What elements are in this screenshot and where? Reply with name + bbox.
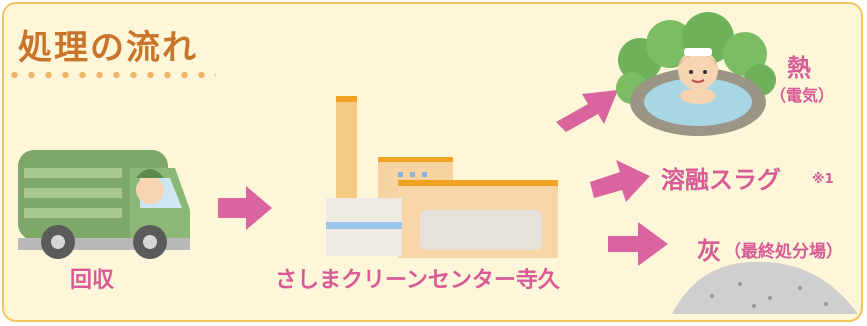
arrow-to-slag	[590, 160, 650, 202]
label-landfill: （最終処分場）	[724, 242, 843, 262]
arrow-to-heat	[556, 90, 618, 132]
ash-pile-icon	[672, 261, 858, 314]
arrow-collect-to-center	[218, 186, 272, 230]
hot-spring-icon	[616, 12, 776, 136]
label-slag-note: ※1	[812, 172, 834, 187]
label-heat: 熱	[787, 54, 811, 82]
label-clean-center: さしまクリーンセンター寺久	[275, 268, 560, 293]
label-molten-slag: 溶融スラグ	[661, 166, 781, 194]
label-electricity: （電気）	[770, 86, 835, 105]
factory-icon	[326, 96, 558, 258]
title-dot-underline	[6, 71, 216, 79]
label-collection: 回収	[70, 268, 115, 293]
arrow-to-ash	[608, 222, 668, 266]
label-ash: 灰	[697, 237, 721, 265]
diagram-title: 処理の流れ	[18, 28, 198, 68]
garbage-truck-icon	[18, 150, 190, 259]
